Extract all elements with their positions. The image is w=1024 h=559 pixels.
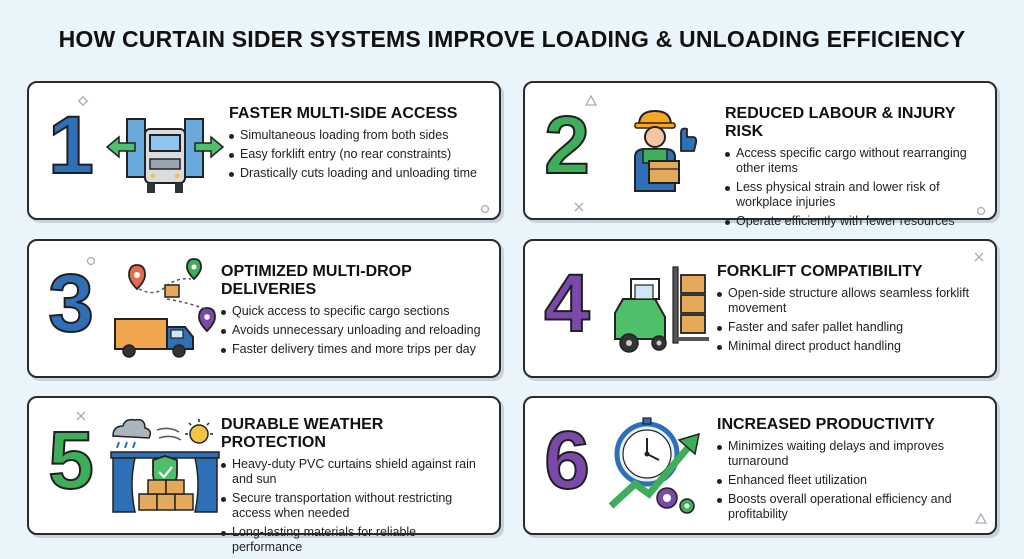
bullet-item: Enhanced fleet utilization bbox=[717, 473, 985, 488]
curtain-shield-icon bbox=[110, 418, 220, 513]
card-increased-productivity: 6 INCREASED PRODUCTIVITY Minimizes waiti… bbox=[523, 396, 997, 535]
bullet-item: Quick access to specific cargo sections bbox=[221, 304, 489, 319]
card-heading: DURABLE WEATHER PROTECTION bbox=[221, 416, 384, 451]
bullet-item: Minimal direct product handling bbox=[717, 339, 985, 354]
clock-growth-icon bbox=[608, 417, 700, 514]
bullet-item: Access specific cargo without rearrangin… bbox=[725, 146, 985, 176]
card-heading: INCREASED PRODUCTIVITY bbox=[717, 416, 935, 433]
card-optimized-multi-drop-deliveries: 3 OPTIMIZED MULTI-DROP DELIVERIES Quick … bbox=[27, 239, 501, 378]
card-number: 1 bbox=[47, 100, 95, 191]
triangle-decoration-icon bbox=[975, 513, 987, 524]
card-heading: OPTIMIZED MULTI-DROP DELIVERIES bbox=[221, 263, 412, 298]
card-number: 5 bbox=[47, 415, 95, 506]
card-heading: FORKLIFT COMPATIBILITY bbox=[717, 263, 923, 280]
bullet-item: Boosts overall operational efficiency an… bbox=[717, 492, 985, 522]
bullet-item: Heavy-duty PVC curtains shield against r… bbox=[221, 457, 489, 487]
card-heading: FASTER MULTI-SIDE ACCESS bbox=[229, 105, 458, 122]
card-number: 6 bbox=[543, 415, 591, 506]
circle-decoration-icon bbox=[976, 206, 986, 216]
card-forklift-compatibility: 4 FORKLIFT COMPATIBILITY Open-side struc… bbox=[523, 239, 997, 378]
sparkle-decoration-icon bbox=[574, 202, 584, 212]
bullet-item: Minimizes waiting delays and improves tu… bbox=[717, 439, 985, 469]
forklift-icon bbox=[614, 266, 709, 353]
card-faster-multi-side-access: 1 FASTER MULTI-SIDE ACCESS Simultaneous … bbox=[27, 81, 501, 220]
card-number: 3 bbox=[47, 258, 95, 349]
bullet-item: Less physical strain and lower risk of w… bbox=[725, 180, 985, 210]
truck-double-arrow-icon bbox=[105, 118, 225, 193]
circle-decoration-icon bbox=[480, 204, 490, 214]
diamond-decoration-icon bbox=[77, 95, 89, 107]
page-title: HOW CURTAIN SIDER SYSTEMS IMPROVE LOADIN… bbox=[58, 26, 966, 52]
bullet-item: Operate efficiently with fewer resources bbox=[725, 214, 985, 229]
triangle-decoration-icon bbox=[585, 95, 597, 106]
route-truck-icon bbox=[114, 258, 216, 358]
bullet-item: Simultaneous loading from both sides bbox=[229, 128, 489, 143]
bullet-item: Long-lasting materials for reliable perf… bbox=[221, 525, 489, 555]
card-durable-weather-protection: 5 DURABLE WEATHER PROTECTION Heavy-duty … bbox=[27, 396, 501, 554]
card-reduced-labour-injury-risk: 2 REDUCED LABOUR & INJURY RISK Access sp… bbox=[523, 81, 997, 228]
bullet-item: Secure transportation without restrictin… bbox=[221, 491, 489, 521]
worker-box-icon bbox=[634, 109, 698, 192]
bullet-item: Drastically cuts loading and unloading t… bbox=[229, 166, 489, 181]
bullet-item: Avoids unnecessary unloading and reloadi… bbox=[221, 323, 489, 338]
bullet-item: Open-side structure allows seamless fork… bbox=[717, 286, 985, 316]
bullet-item: Faster and safer pallet handling bbox=[717, 320, 985, 335]
circle-decoration-icon bbox=[86, 256, 96, 266]
sparkle-decoration-icon bbox=[974, 252, 984, 262]
card-number: 2 bbox=[543, 100, 591, 191]
bullet-item: Easy forklift entry (no rear constraints… bbox=[229, 147, 489, 162]
card-number: 4 bbox=[543, 258, 591, 349]
sparkle-decoration-icon bbox=[76, 411, 86, 421]
card-heading: REDUCED LABOUR & INJURY RISK bbox=[725, 105, 956, 140]
bullet-item: Faster delivery times and more trips per… bbox=[221, 342, 489, 357]
